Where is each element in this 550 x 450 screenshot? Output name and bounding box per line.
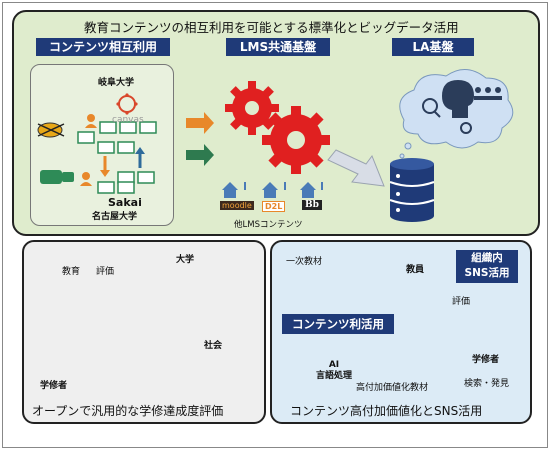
other-lms-icons	[222, 182, 323, 198]
header-content-mutual-use: コンテンツ相互利用	[36, 38, 170, 56]
database-icon	[389, 158, 435, 222]
green-arrow-icon	[186, 144, 214, 166]
education-label: 教育	[62, 267, 81, 277]
ai-label-line1: AI	[328, 360, 340, 370]
primary-material-label: 一次教材	[286, 257, 323, 267]
ai-nlp-label: AI 言語処理	[316, 360, 352, 382]
top-panel-title: 教育コンテンツの相互利用を可能とする標準化とビッグデータ活用	[84, 20, 459, 35]
header-la-platform: LA基盤	[392, 38, 474, 56]
gear-icon	[225, 81, 279, 135]
evaluation-label: 評価	[452, 297, 471, 307]
canvas-logo-icon	[116, 93, 138, 115]
orange-arrow-icon	[186, 112, 214, 134]
assessment-caption: オープンで汎用的な学修達成度評価	[32, 404, 224, 418]
content-utilization-badge: コンテンツ利活用	[282, 314, 394, 334]
person-icon	[80, 114, 97, 186]
learner-label: 学修者	[472, 355, 500, 365]
university-label: 大学	[176, 255, 195, 265]
gifu-university-label: 岐阜大学	[98, 78, 135, 88]
blackboard-logo: Bb	[302, 200, 322, 210]
internal-sns-line1: 組織内	[471, 252, 503, 264]
moodle-logo: moodle	[220, 201, 254, 210]
other-lms-label: 他LMSコンテンツ	[234, 220, 303, 230]
header-lms-platform: LMS共通基盤	[226, 38, 330, 56]
gifu-logo-icon	[37, 122, 65, 138]
gear-icon	[262, 106, 330, 174]
search-discovery-label: 検索・発見	[464, 379, 510, 389]
enhanced-material-label: 高付加価値化教材	[356, 383, 429, 393]
nagoya-logo-icon	[40, 170, 74, 184]
sns-caption: コンテンツ高付加価値化とSNS活用	[290, 404, 483, 418]
evaluation-label: 評価	[96, 267, 115, 277]
assessment-panel	[22, 240, 266, 424]
analytics-cloud-icon	[399, 69, 514, 159]
society-label: 社会	[204, 341, 223, 351]
data-flow-arrow-icon	[327, 149, 385, 187]
internal-sns-badge: 組織内 SNS活用	[456, 250, 518, 283]
teacher-label: 教員	[406, 265, 425, 275]
sakai-label: Sakai	[108, 196, 142, 209]
ai-label-line2: 言語処理	[316, 371, 353, 381]
canvas-label: canvas	[112, 115, 144, 125]
d2l-logo: D2L	[262, 201, 286, 212]
nagoya-university-label: 名古屋大学	[92, 212, 138, 222]
content-cards	[77, 121, 157, 194]
learner-label: 学修者	[40, 381, 68, 391]
internal-sns-line2: SNS活用	[464, 267, 510, 279]
